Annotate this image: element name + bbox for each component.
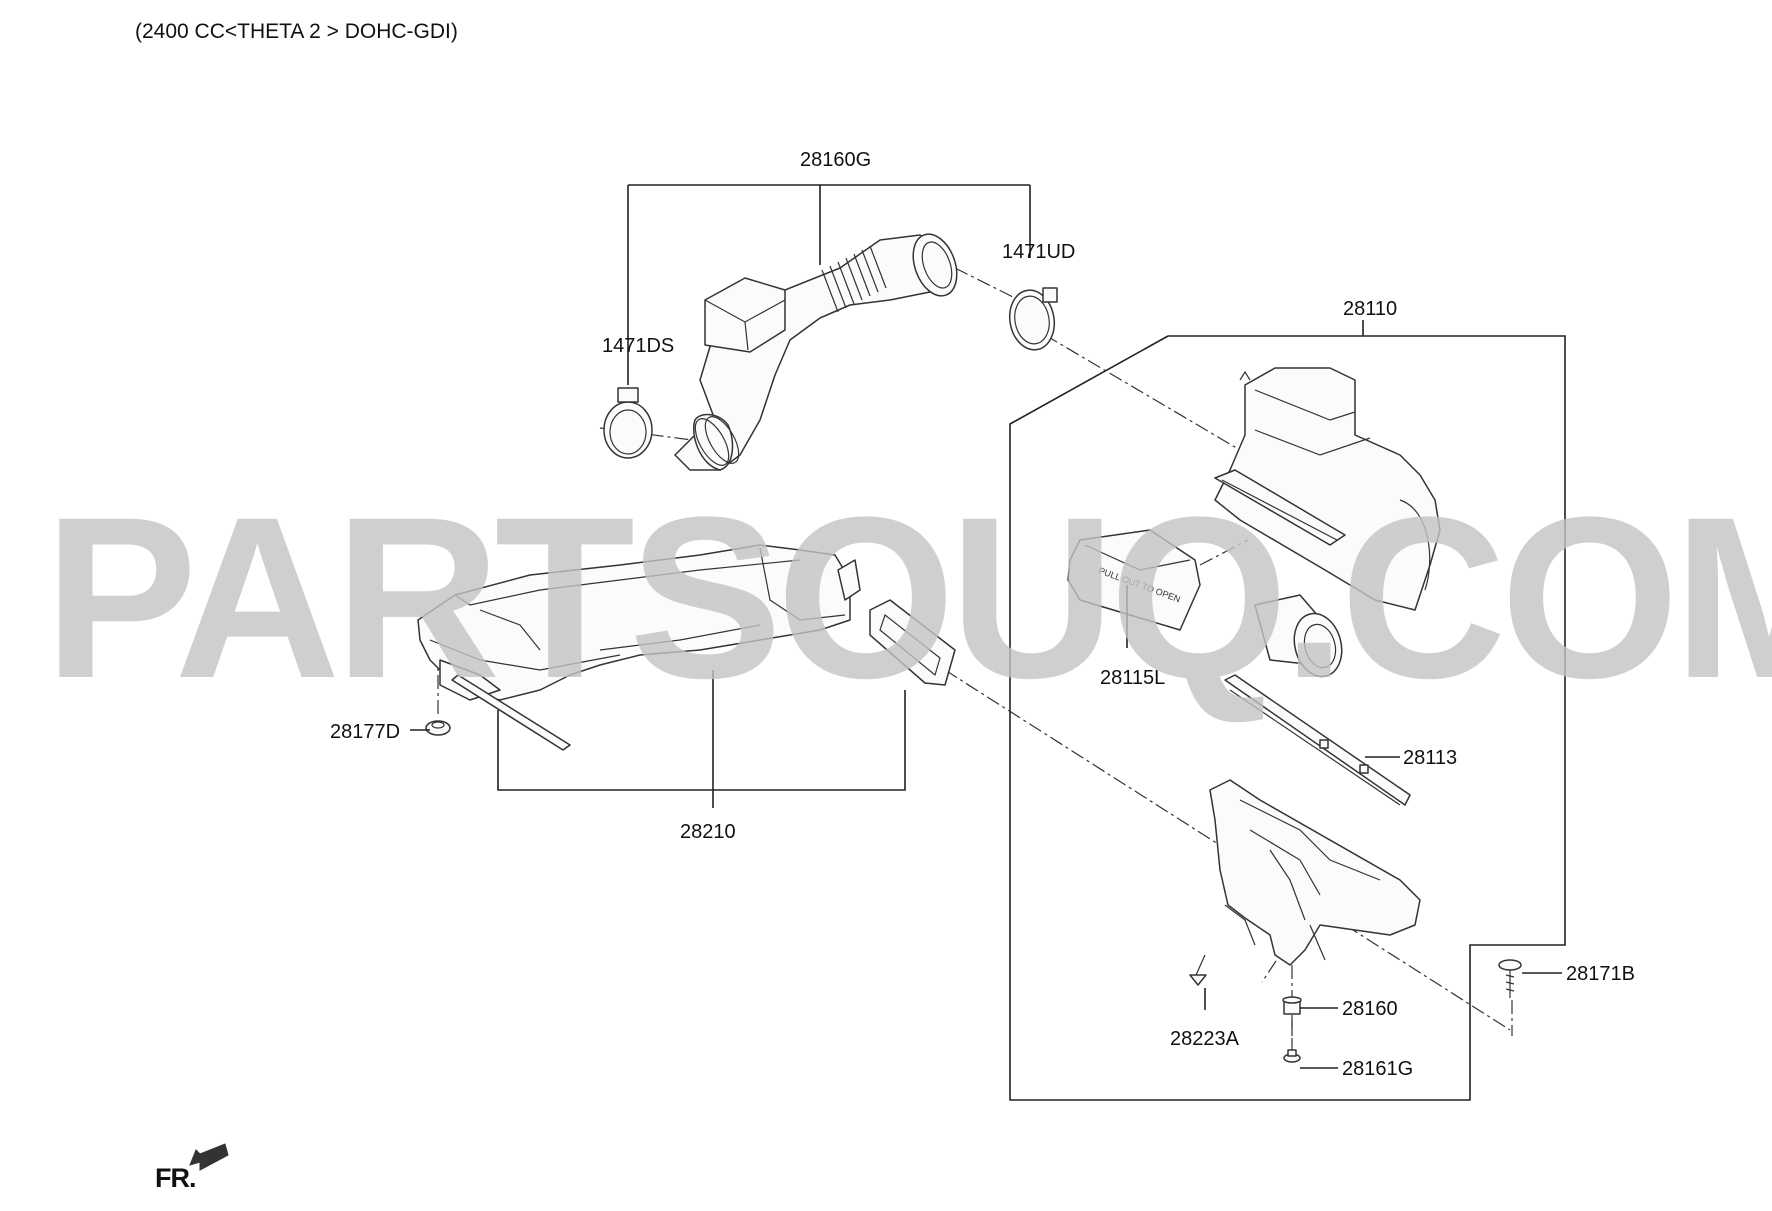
air-cleaner-upper-body xyxy=(1214,367,1441,611)
alignment-line xyxy=(954,267,1036,309)
inlet-duct-tube xyxy=(1254,594,1343,678)
grommet-28177D xyxy=(425,720,451,736)
part-label-1471DS: 1471DS xyxy=(602,335,674,357)
bolt-28161G xyxy=(1283,1049,1301,1063)
bracket-28110 xyxy=(1009,320,1566,1101)
duct-seal-strip xyxy=(451,674,571,751)
part-label-28160: 28160 xyxy=(1342,998,1398,1020)
front-direction-arrow-icon xyxy=(189,1143,229,1171)
alignment-line xyxy=(599,427,693,441)
alignment-line xyxy=(1199,539,1249,566)
bolt-28171B xyxy=(1498,959,1522,998)
engine-spec-heading: (2400 CC<THETA 2 > DOHC-GDI) xyxy=(135,20,458,43)
part-label-28210: 28210 xyxy=(680,821,736,843)
air-duct-28210 xyxy=(417,544,861,701)
part-label-28115L: 28115L xyxy=(1100,667,1165,689)
bracket-28160G xyxy=(627,184,1031,385)
duct-gasket xyxy=(869,599,956,686)
filter-element-28113 xyxy=(1224,674,1411,806)
part-label-28177D: 28177D xyxy=(330,721,400,743)
filter-cover-28115L: PULL OUT TO OPEN xyxy=(1067,529,1201,631)
hose-clamp-1471DS xyxy=(603,387,653,459)
front-direction-label: FR. xyxy=(155,1163,196,1193)
intake-hose-part xyxy=(674,233,958,471)
air-cleaner-lower-case xyxy=(1209,779,1421,966)
part-label-28113: 28113 xyxy=(1403,747,1457,769)
part-label-28171B: 28171B xyxy=(1566,963,1635,985)
bracket-28210 xyxy=(497,670,906,808)
part-label-28160G: 28160G xyxy=(800,149,871,171)
alignment-line xyxy=(1044,334,1241,451)
clip-28223A xyxy=(1189,954,1207,986)
part-label-28110: 28110 xyxy=(1343,298,1397,320)
part-label-28223A: 28223A xyxy=(1170,1028,1240,1050)
part-label-1471UD: 1471UD xyxy=(1002,241,1075,263)
grommet-28160 xyxy=(1282,996,1302,1015)
hose-clamp-1471UD xyxy=(1008,287,1058,351)
part-label-28161G: 28161G xyxy=(1342,1058,1413,1080)
